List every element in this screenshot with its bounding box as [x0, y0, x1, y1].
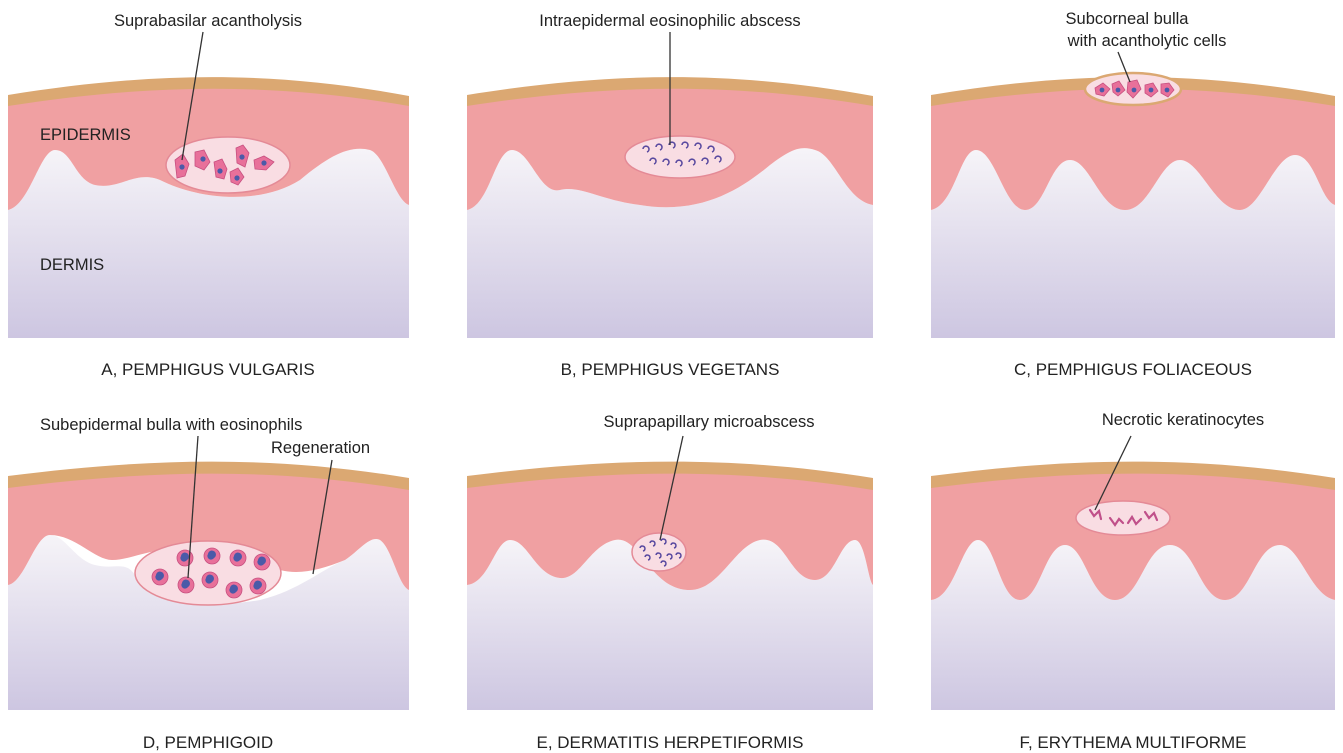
panel-e: Suprapapillary microabscess E, DERMATITI… — [467, 413, 873, 752]
caption-a: A, PEMPHIGUS VULGARIS — [101, 360, 315, 379]
caption-b: B, PEMPHIGUS VEGETANS — [561, 360, 780, 379]
annotation-acantholytic-cells: with acantholytic cells — [1067, 32, 1227, 50]
dermis-label: DERMIS — [40, 256, 104, 274]
annotation-subepidermal-bulla: Subepidermal bulla with eosinophils — [40, 416, 302, 434]
eosinophilic-abscess — [625, 136, 735, 178]
microabscess — [632, 533, 686, 571]
panel-f: Necrotic keratinocytes F, ERYTHEMA MULTI… — [931, 411, 1335, 752]
caption-e: E, DERMATITIS HERPETIFORMIS — [537, 733, 804, 752]
annotation-necrotic-keratinocytes: Necrotic keratinocytes — [1102, 411, 1264, 429]
annotation-suprabasilar-acantholysis: Suprabasilar acantholysis — [114, 12, 302, 30]
caption-c: C, PEMPHIGUS FOLIACEOUS — [1014, 360, 1252, 379]
annotation-subcorneal-bulla: Subcorneal bulla — [1066, 10, 1190, 28]
panel-d: Subepidermal bulla with eosinophils Rege… — [8, 416, 409, 752]
annotation-intraepidermal-eosinophilic-abscess: Intraepidermal eosinophilic abscess — [539, 12, 800, 30]
caption-f: F, ERYTHEMA MULTIFORME — [1019, 733, 1246, 752]
caption-d: D, PEMPHIGOID — [143, 733, 273, 752]
epidermis-label: EPIDERMIS — [40, 126, 131, 144]
panel-c: Subcorneal bulla with acantholytic cells… — [931, 10, 1335, 379]
annotation-regeneration: Regeneration — [271, 439, 370, 457]
annotation-suprapapillary-microabscess: Suprapapillary microabscess — [604, 413, 815, 431]
panel-a: EPIDERMIS DERMIS Suprabasilar acantholys… — [8, 12, 409, 379]
panel-b: Intraepidermal eosinophilic abscess B, P… — [467, 12, 873, 379]
